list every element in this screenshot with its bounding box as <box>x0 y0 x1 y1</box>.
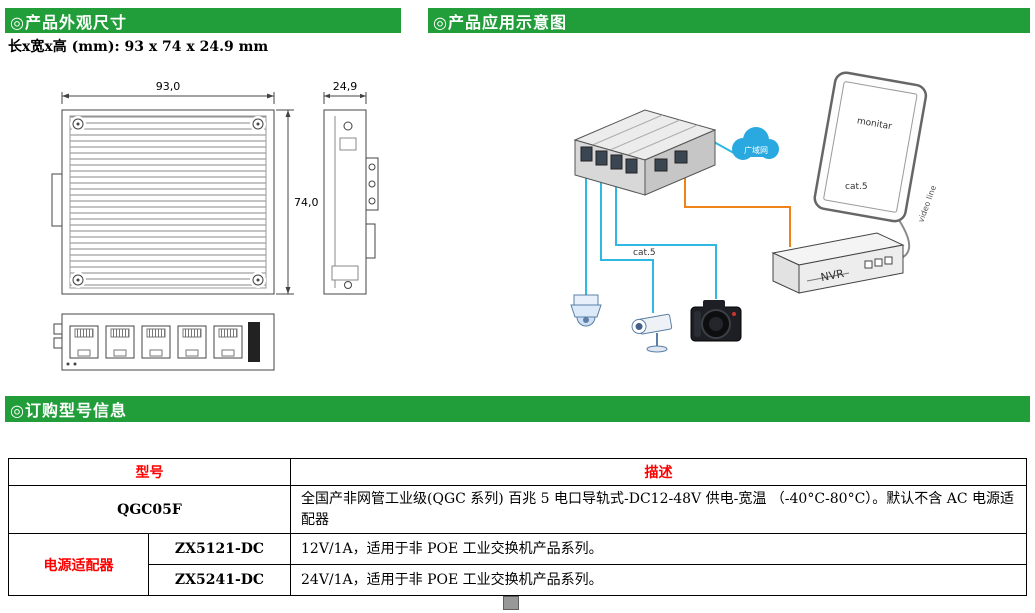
col-header-description: 描述 <box>290 458 1027 486</box>
cat5-label-left: cat.5 <box>633 248 656 258</box>
rj45-port <box>105 325 135 359</box>
dimensions-subtitle: 长x宽x高 (mm): 93 x 74 x 24.9 mm <box>8 39 269 55</box>
video-line-label: video line <box>916 184 938 224</box>
dome-camera <box>570 294 602 327</box>
port-view-drawing <box>53 313 275 371</box>
section-header-dimensions: ◎产品外观尺寸 <box>5 8 401 33</box>
screw-icon <box>70 272 86 288</box>
section-title: ◎产品应用示意图 <box>433 12 567 32</box>
monitor: monitar <box>813 71 928 223</box>
model-cell: QGC05F <box>8 485 291 534</box>
table-row: 电源适配器 ZX5121-DC 12V/1A，适用于非 POE 工业交换机产品系… <box>8 533 1027 596</box>
bullet-camera <box>631 313 673 353</box>
side-view-drawing: 24,9 <box>323 80 379 295</box>
dimension-height: 74,0 <box>276 109 319 295</box>
rj45-port <box>213 325 243 359</box>
screw-icon <box>250 272 266 288</box>
section-header-ordering: ◎订购型号信息 <box>5 396 1030 422</box>
wan-cloud-icon: 广域网 <box>732 127 779 160</box>
front-view-drawing: 93,0 74,0 <box>51 80 319 295</box>
nvr-label: NVR <box>820 267 846 284</box>
description-cell: 24V/1A，适用于非 POE 工业交换机产品系列。 <box>290 564 1027 596</box>
section-header-application: ◎产品应用示意图 <box>428 8 1030 33</box>
rj45-port <box>141 325 171 359</box>
cloud-label: 广域网 <box>744 145 768 155</box>
dslr-camera <box>690 300 742 342</box>
screw-icon <box>250 116 266 132</box>
model-cell: ZX5121-DC <box>148 533 291 565</box>
dimension-depth: 24,9 <box>323 80 367 104</box>
section-title: ◎产品外观尺寸 <box>10 12 127 32</box>
dimension-label-width: 93,0 <box>156 80 181 93</box>
table-row: QGC05F 全国产非网管工业级(QGC 系列) 百兆 5 电口导轨式-DC12… <box>8 485 1027 534</box>
drag-handle[interactable] <box>503 596 519 610</box>
uplink-cable <box>684 165 791 247</box>
ethernet-switch <box>573 109 717 196</box>
nvr: NVR <box>771 232 905 294</box>
description-cell: 全国产非网管工业级(QGC 系列) 百兆 5 电口导轨式-DC12-48V 供电… <box>290 485 1027 534</box>
description-cell: 12V/1A，适用于非 POE 工业交换机产品系列。 <box>290 533 1027 565</box>
dimension-label-depth: 24,9 <box>333 80 358 93</box>
dimension-width: 93,0 <box>61 80 275 104</box>
table-header-row: 型号 描述 <box>8 458 1027 486</box>
ordering-table: 型号 描述 QGC05F 全国产非网管工业级(QGC 系列) 百兆 5 电口导轨… <box>8 458 1027 596</box>
category-cell: 电源适配器 <box>8 533 149 596</box>
cat5-label-right: cat.5 <box>845 182 868 192</box>
dimension-label-height: 74,0 <box>294 196 319 209</box>
table-row: ZX5241-DC 24V/1A，适用于非 POE 工业交换机产品系列。 <box>9 564 1027 596</box>
rj45-port <box>69 325 99 359</box>
rj45-port <box>177 325 207 359</box>
model-cell: ZX5241-DC <box>148 564 291 596</box>
col-header-model: 型号 <box>8 458 291 486</box>
screw-icon <box>70 116 86 132</box>
application-diagram: 广域网 monitar NVR <box>570 71 938 353</box>
dimension-drawings: 93,0 74,0 <box>51 80 379 371</box>
section-title: ◎订购型号信息 <box>10 401 127 420</box>
